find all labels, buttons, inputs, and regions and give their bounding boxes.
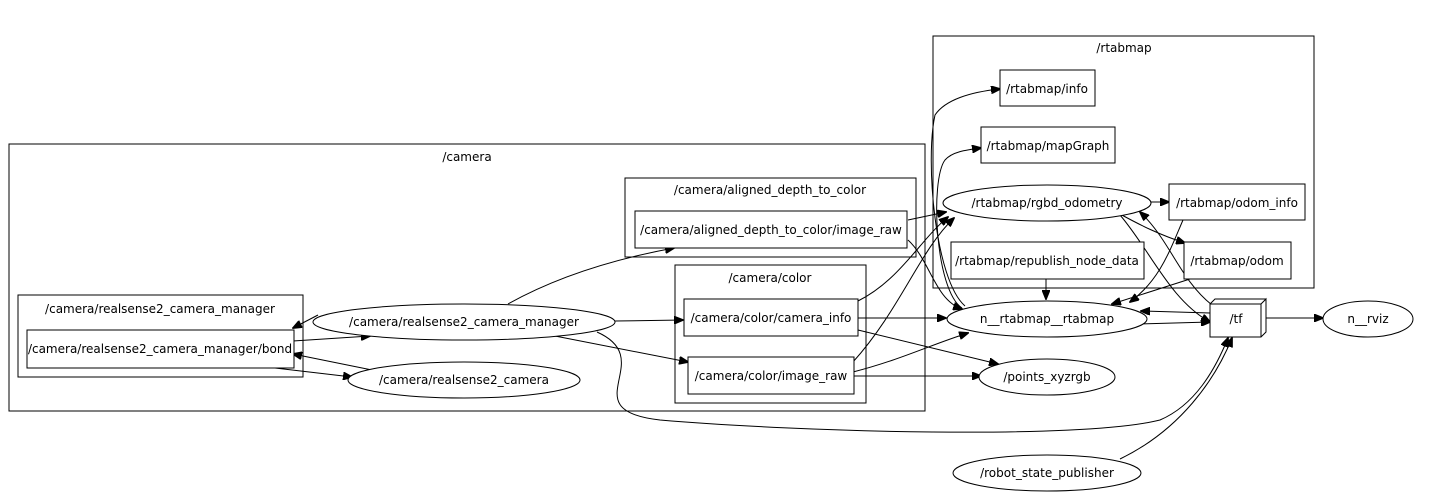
node-label: /camera/color/image_raw: [695, 369, 848, 383]
edge-bond-to-camera: [274, 367, 352, 377]
node-label: /tf: [1230, 312, 1244, 326]
topic-odom[interactable]: /rtabmap/odom: [1183, 241, 1292, 280]
edge-image-raw-to-rtabmap: [852, 333, 968, 373]
node-label: /camera/color/camera_info: [691, 311, 852, 325]
edge-rtabmap-to-mapgraph: [936, 148, 981, 309]
edge-rsp-to-tf: [1119, 338, 1232, 460]
node-label: /robot_state_publisher: [980, 466, 1114, 480]
edge-aligned-to-rtabmap: [907, 239, 962, 309]
cluster-manager: /camera/realsense2_camera_manager: [17, 294, 304, 378]
node-label: /rtabmap/odom: [1190, 254, 1283, 268]
cluster-label: /camera: [442, 150, 491, 164]
edge-manager-to-aligned-raw: [507, 248, 674, 305]
edge-rgbd-to-odom: [1119, 213, 1185, 243]
edge-rtabmap-to-tf: [1139, 322, 1210, 324]
topic-aligned-image-raw[interactable]: /camera/aligned_depth_to_color/image_raw: [634, 210, 908, 249]
cluster-camera: /camera: [8, 143, 926, 412]
edge-rgbd-to-tf: [1119, 214, 1210, 322]
node-label: n__rviz: [1347, 312, 1388, 326]
edge-aligned-to-rgbd: [907, 212, 946, 221]
node-republish-node-data[interactable]: /rtabmap/republish_node_data: [950, 241, 1145, 280]
node-label: /camera/realsense2_camera: [379, 373, 549, 387]
node-robot-state-publisher[interactable]: /robot_state_publisher: [952, 454, 1142, 492]
edge-camera-info-to-rgbd: [857, 217, 948, 302]
node-realsense2-camera-manager[interactable]: /camera/realsense2_camera_manager: [312, 303, 616, 341]
node-label: /rtabmap/rgbd_odometry: [971, 196, 1122, 210]
topic-points-xyzrgb[interactable]: /points_xyzrgb: [978, 358, 1116, 396]
topic-manager-bond[interactable]: /camera/realsense2_camera_manager/bond: [26, 329, 295, 369]
cluster-label: /camera/color: [729, 271, 812, 285]
edge-manager-to-bond: [293, 314, 319, 328]
topic-color-camera-info[interactable]: /camera/color/camera_info: [683, 298, 859, 337]
edge-odom-to-rtabmap: [1112, 278, 1191, 304]
node-label: /points_xyzrgb: [1003, 370, 1090, 384]
node-label: /rtabmap/republish_node_data: [955, 254, 1139, 268]
cluster-label: /rtabmap: [1096, 41, 1151, 55]
node-rgbd-odometry[interactable]: /rtabmap/rgbd_odometry: [942, 184, 1152, 222]
node-label: /rtabmap/mapGraph: [987, 139, 1110, 153]
node-label: /camera/realsense2_camera_manager/bond: [28, 342, 292, 356]
node-label: /camera/realsense2_camera_manager: [349, 315, 579, 329]
node-rviz[interactable]: n__rviz: [1322, 300, 1414, 338]
cluster-label: /camera/aligned_depth_to_color: [674, 183, 866, 197]
edge-manager-to-image-raw: [554, 335, 688, 362]
cluster-color: /camera/color: [674, 264, 867, 404]
cluster-rtabmap: /rtabmap: [932, 35, 1315, 289]
edge-tf-to-rgbd: [1140, 212, 1213, 306]
topic-tf[interactable]: /tf: [1209, 297, 1267, 338]
topic-odom-info[interactable]: /rtabmap/odom_info: [1168, 183, 1306, 221]
edge-odom-info-to-rtabmap: [1130, 219, 1184, 302]
edge-tf-to-rtabmap: [1141, 311, 1211, 313]
edge-rtabmap-to-info: [930, 89, 1000, 307]
node-label: /rtabmap/odom_info: [1176, 196, 1298, 210]
edges: [274, 89, 1323, 460]
edge-manager-to-camera-info: [614, 320, 683, 321]
edge-image-raw-to-rgbd: [852, 218, 954, 363]
node-realsense2-camera[interactable]: /camera/realsense2_camera: [347, 361, 581, 399]
topic-color-image-raw[interactable]: /camera/color/image_raw: [687, 356, 855, 395]
node-rtabmap[interactable]: n__rtabmap__rtabmap: [946, 300, 1148, 338]
node-label: n__rtabmap__rtabmap: [980, 312, 1114, 326]
node-label: /rtabmap/info: [1006, 82, 1088, 96]
topic-rtabmap-info[interactable]: /rtabmap/info: [999, 69, 1096, 107]
edge-camera-to-bond: [293, 354, 373, 371]
topic-rtabmap-mapgraph[interactable]: /rtabmap/mapGraph: [980, 126, 1116, 164]
edge-bond-to-manager: [292, 336, 370, 342]
cluster-aligned-depth: /camera/aligned_depth_to_color: [624, 177, 917, 258]
cluster-label: /camera/realsense2_camera_manager: [45, 302, 275, 316]
node-label: /camera/aligned_depth_to_color/image_raw: [640, 223, 902, 237]
edge-manager-to-tf: [596, 331, 1228, 433]
